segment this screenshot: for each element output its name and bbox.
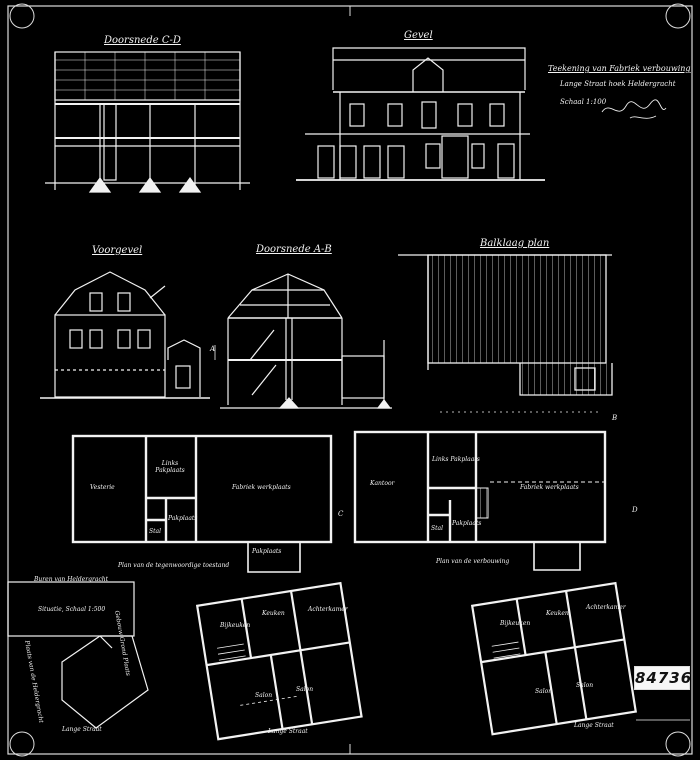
section-label-b: B xyxy=(612,414,618,422)
house-left-room3: Achterkamer xyxy=(308,606,348,613)
section-cd-title: Doorsnede C-D xyxy=(104,35,181,46)
room-left-mid-top: Links Pakplaats xyxy=(155,460,185,474)
title-block-line3: Schaal 1:100 xyxy=(560,98,607,106)
house-plan-existing xyxy=(195,581,363,741)
facade-title: Gevel xyxy=(404,30,433,41)
side-facade-title: Voorgevel xyxy=(92,245,143,256)
house-right-room5: Salon xyxy=(576,682,594,689)
section-label-c: C xyxy=(338,510,344,518)
room-left-small: Stal xyxy=(149,528,162,535)
beam-plan-drawing xyxy=(398,254,613,396)
signature-mark xyxy=(601,99,667,119)
room-left-right: Fabriek werkplaats xyxy=(232,484,291,491)
room-right-right: Fabriek werkplaats xyxy=(520,484,579,491)
site-plan xyxy=(7,581,149,729)
house-plan-new xyxy=(470,581,638,736)
annex-label: Pakplaats xyxy=(252,548,282,555)
section-ab-drawing xyxy=(220,273,392,409)
front-facade-drawing xyxy=(296,47,545,181)
site-top-label: Buren van Heldergracht xyxy=(34,576,109,583)
room-right-mid-bottom: Pakplaats xyxy=(452,520,482,527)
archive-stamp: 84736 xyxy=(634,666,691,690)
side-facade-drawing xyxy=(40,271,210,399)
section-cd-drawing xyxy=(45,51,250,193)
house-right-room2: Keuken xyxy=(546,610,569,617)
site-bottom-label: Lange Straat xyxy=(62,726,102,733)
site-plan-title: Situatie, Schaal 1:500 xyxy=(38,606,106,613)
house-right-room3: Achterkamer xyxy=(586,604,626,611)
title-block-line1: Teekening van Fabriek verbouwing xyxy=(548,64,691,73)
house-left-street: Lange Straat xyxy=(268,728,308,735)
beam-plan-title: Balklaag plan xyxy=(480,238,550,249)
house-left-room2: Keuken xyxy=(262,610,285,617)
plan-existing-caption: Plan van de tegenwoordige toestand xyxy=(118,562,230,569)
section-markers xyxy=(214,345,690,721)
floor-plan-existing xyxy=(71,434,333,573)
house-left-room4: Salon xyxy=(255,692,273,699)
house-left-room1: Bijkeuken xyxy=(220,622,251,629)
plan-new-caption: Plan van de verbouwing xyxy=(436,558,510,565)
house-left-room5: Salon xyxy=(296,686,314,693)
section-ab-title: Doorsnede A-B xyxy=(256,244,332,255)
room-right-mid-top: Links Pakplaats xyxy=(432,456,480,463)
title-block-line2: Lange Straat hoek Heldergracht xyxy=(560,80,676,88)
house-right-street: Lange Straat xyxy=(574,722,614,729)
room-right-small: Stal xyxy=(431,525,444,532)
room-left-mid-bottom: Pakplaats xyxy=(168,515,198,522)
house-right-room4: Salon xyxy=(535,688,553,695)
room-left-big: Vesterie xyxy=(90,484,115,491)
floor-plan-new xyxy=(353,430,607,571)
section-label-a: A xyxy=(210,345,216,353)
room-right-big: Kantoor xyxy=(370,480,395,487)
section-label-d: D xyxy=(632,506,638,514)
corner-marks xyxy=(9,3,691,757)
house-right-room1: Bijkeuken xyxy=(500,620,531,627)
